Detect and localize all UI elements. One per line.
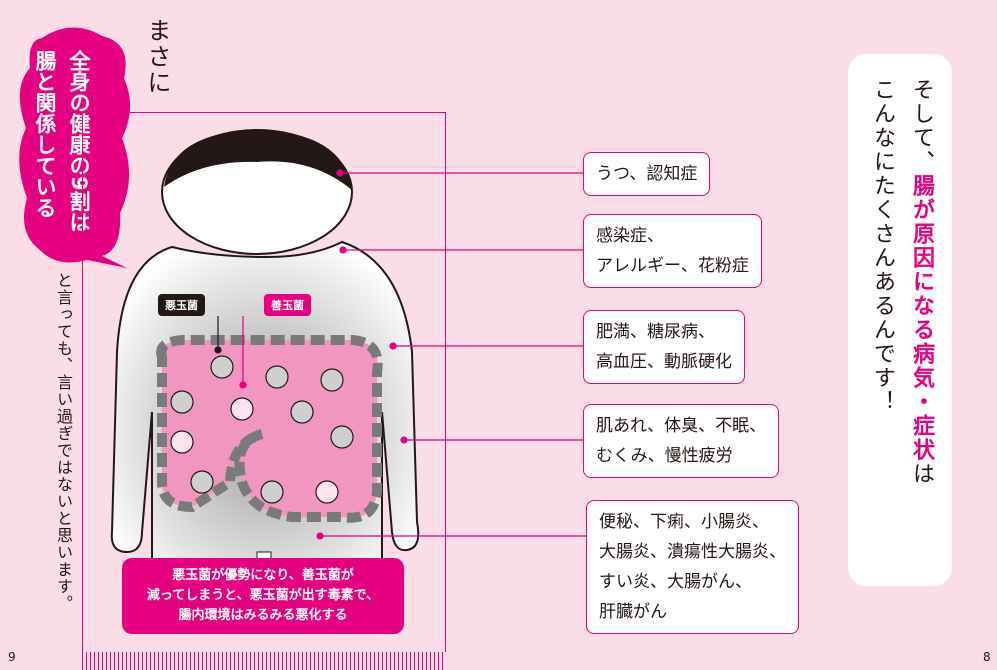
explanation-box: 悪玉菌が優勢になり、善玉菌が 減ってしまうと、悪玉菌が出す毒素で、 腸内環境はみ…	[122, 558, 404, 634]
bacteria-icon	[190, 470, 214, 494]
page-number-left: 9	[8, 650, 16, 664]
good-bacteria-icon	[170, 430, 194, 454]
bacteria-icon	[330, 425, 354, 449]
right-speech-bubble	[848, 54, 952, 586]
condition-box-digestive: 便秘、下痢、小腸炎、 大腸炎、潰瘍性大腸炎、 すい炎、大腸がん、 肝臓がん	[586, 500, 799, 634]
bad-bacteria-label: 悪玉菌	[158, 294, 205, 316]
frame-stripe	[82, 652, 446, 670]
bubble-text: 全身の健康の9割は腸と関係している	[28, 50, 96, 233]
lead-text: まさに	[143, 18, 171, 96]
speech-cloud	[19, 27, 131, 268]
right-line-1-pre: そして、	[909, 78, 934, 174]
bacteria-icon	[320, 368, 344, 392]
right-line-1-post: は	[909, 462, 934, 486]
follow-text: と言っても、言い過ぎではないと思います。	[54, 272, 73, 612]
body-illustration	[110, 129, 420, 583]
bacteria-icon	[290, 400, 314, 424]
bacteria-icon	[170, 390, 194, 414]
bacteria-icon	[265, 365, 289, 389]
good-bacteria-label: 善玉菌	[264, 294, 311, 316]
bacteria-icon	[210, 355, 234, 379]
illustration-frame	[82, 112, 446, 653]
bacteria-icon	[260, 480, 284, 504]
good-bacteria-icon	[315, 480, 339, 504]
condition-box-metabolic: 肥満、糖尿病、 高血圧、動脈硬化	[583, 310, 745, 384]
right-line-1-highlight: 腸が原因になる病気・症状	[909, 174, 934, 462]
hair-icon	[164, 130, 352, 190]
note-line-2: 減ってしまうと、悪玉菌が出す毒素で、	[146, 588, 380, 603]
condition-box-skin: 肌あれ、体臭、不眠、 むくみ、慢性疲労	[583, 404, 780, 478]
note-line-3: 腸内環境はみるみる悪化する	[178, 608, 348, 623]
right-line-1: そして、腸が原因になる病気・症状は	[905, 78, 937, 486]
good-bacteria-icon	[230, 397, 254, 421]
page-number-right: 8	[983, 650, 991, 664]
note-line-1: 悪玉菌が優勢になり、善玉菌が	[172, 568, 354, 583]
bubble-line-2: 腸と関係している	[33, 50, 57, 218]
right-line-2: こんなにたくさんあるんです！	[870, 78, 895, 414]
bubble-line-1: 全身の健康の9割は	[67, 50, 91, 233]
condition-box-mental: うつ、認知症	[583, 152, 711, 196]
condition-box-immune: 感染症、 アレルギー、花粉症	[583, 214, 762, 288]
